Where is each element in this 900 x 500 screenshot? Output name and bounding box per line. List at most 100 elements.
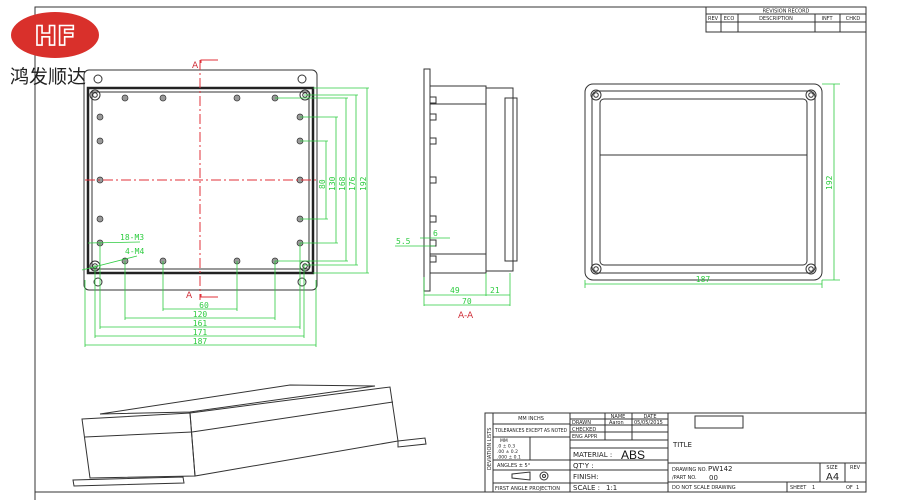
- screw-center: [808, 92, 814, 98]
- tol-row: .000 ± 0.1: [497, 455, 521, 461]
- screw-boss: [429, 239, 437, 247]
- side-label: DEVIATION LISTS: [487, 428, 493, 470]
- back-view: 192 187: [584, 83, 840, 288]
- title-block: DEVIATION LISTS MM INCHS TOLERANCES EXCE…: [484, 412, 867, 493]
- screw-boss: [429, 113, 437, 121]
- corner-screw-icon: [805, 89, 817, 101]
- dim-187: 187: [193, 337, 208, 346]
- drawn-date: 05/05/2015: [634, 420, 663, 426]
- part-no-label: /PART NO.: [672, 475, 697, 481]
- m3-hole: [121, 94, 129, 102]
- back-dim-192: 192: [825, 175, 834, 190]
- dim-161: 161: [193, 319, 208, 328]
- col-chkd: CHKD: [846, 16, 861, 22]
- dim-21: 21: [490, 286, 500, 295]
- dim-171: 171: [193, 328, 208, 337]
- company-logo: HF: [11, 12, 99, 58]
- drawing-no: PW142: [708, 465, 733, 473]
- finish-label: FINISH:: [573, 473, 598, 481]
- of-label: OF: [846, 485, 853, 491]
- dim-168: 168: [338, 176, 347, 191]
- drawn-name: Aaron: [609, 420, 624, 426]
- dim-49: 49: [450, 286, 460, 295]
- rev-label: REV: [850, 465, 861, 471]
- front-view: A A 18-M3 4-M4 80 130 168 176 192: [81, 59, 369, 347]
- screw-boss: [429, 215, 437, 223]
- section-title: A-A: [458, 311, 474, 321]
- sheet-total: 1: [856, 485, 859, 491]
- callout-m3: 18-M3: [120, 233, 144, 242]
- tolerance-header: TOLERANCES EXCEPT AS NOTED: [494, 428, 567, 434]
- col-inft: INFT: [821, 16, 833, 22]
- brand-name: 鸿发顺达: [10, 66, 87, 88]
- drawing-no-label: DRAWING NO.: [672, 467, 707, 473]
- part-no: 00: [709, 474, 718, 482]
- dim-70: 70: [462, 297, 472, 306]
- dim-60: 60: [199, 301, 209, 310]
- vertical-dimensions: 80 130 168 176 192: [275, 87, 369, 274]
- col-eco: ECO: [724, 16, 735, 22]
- screw-center: [92, 92, 98, 98]
- m3-hole: [96, 215, 104, 223]
- sheet-label: SHEET: [790, 485, 807, 491]
- isometric-view: [72, 384, 427, 487]
- scale-value: 1:1: [606, 484, 617, 492]
- screw-center: [593, 266, 599, 272]
- checked-label: CHECKED: [572, 427, 596, 433]
- first-angle-projection-icon: [511, 471, 549, 481]
- name-header: NAME: [611, 414, 626, 420]
- m3-hole: [233, 94, 241, 102]
- screw-boss: [429, 255, 437, 263]
- screw-center: [593, 92, 599, 98]
- material-label: MATERIAL :: [573, 451, 612, 459]
- size-value: A4: [826, 472, 839, 483]
- date-header: DATE: [643, 414, 656, 420]
- m3-hole: [159, 94, 167, 102]
- units: MM INCHS: [518, 416, 544, 422]
- keyhole-mounts: [93, 74, 307, 287]
- scale-note: DO NOT SCALE DRAWING: [672, 485, 736, 491]
- dim-6: 6: [433, 229, 438, 238]
- dim-130: 130: [328, 176, 337, 191]
- screw-boss: [429, 176, 437, 184]
- callout-m4: 4-M4: [125, 247, 144, 256]
- logo-mark: HF: [34, 21, 75, 52]
- dim-5-5: 5.5: [396, 237, 411, 246]
- revision-title: REVISION RECORD: [763, 9, 810, 15]
- screw-boss: [429, 137, 437, 145]
- horizontal-dimensions: 60 120 161 171 187: [84, 243, 317, 347]
- tol-row: MM: [500, 438, 508, 444]
- angles: ANGLES ± 5°: [497, 463, 531, 469]
- eng-appr-label: ENG APPR: [572, 434, 598, 440]
- sheet-number: 1: [812, 485, 815, 491]
- col-rev: REV: [708, 16, 719, 22]
- tol-row: .0 ± 0.3: [497, 444, 515, 450]
- dim-176: 176: [348, 176, 357, 191]
- revision-record: REVISION RECORD REV ECO DESCRIPTION INFT…: [705, 6, 867, 33]
- scale-label: SCALE :: [573, 484, 600, 492]
- m3-hole: [96, 137, 104, 145]
- drawn-label: DRAWN: [572, 420, 591, 426]
- corner-screw-icon: [590, 263, 602, 275]
- qty-label: QT'Y :: [573, 462, 594, 470]
- corner-screw-icon: [89, 89, 101, 101]
- material-value: ABS: [621, 448, 645, 462]
- size-label: SIZE: [826, 465, 837, 471]
- screw-center: [302, 263, 308, 269]
- tol-row: .00 ± 0.2: [497, 449, 518, 455]
- col-description: DESCRIPTION: [759, 16, 793, 22]
- screw-center: [808, 266, 814, 272]
- corner-screw-icon: [590, 89, 602, 101]
- section-mark-bottom: A: [186, 291, 193, 301]
- section-mark-top: A: [192, 61, 199, 71]
- section-view-a-a: 5.5 6 49 21 70 A-A: [395, 68, 518, 321]
- m3-hole: [96, 113, 104, 121]
- title-label: TITLE: [672, 441, 692, 449]
- screw-boss: [429, 96, 437, 104]
- dim-192: 192: [359, 176, 368, 191]
- dim-80: 80: [318, 179, 327, 189]
- dim-120: 120: [193, 310, 208, 319]
- projection: FIRST ANGLE PROJECTION: [495, 486, 560, 492]
- back-dim-187: 187: [696, 275, 711, 284]
